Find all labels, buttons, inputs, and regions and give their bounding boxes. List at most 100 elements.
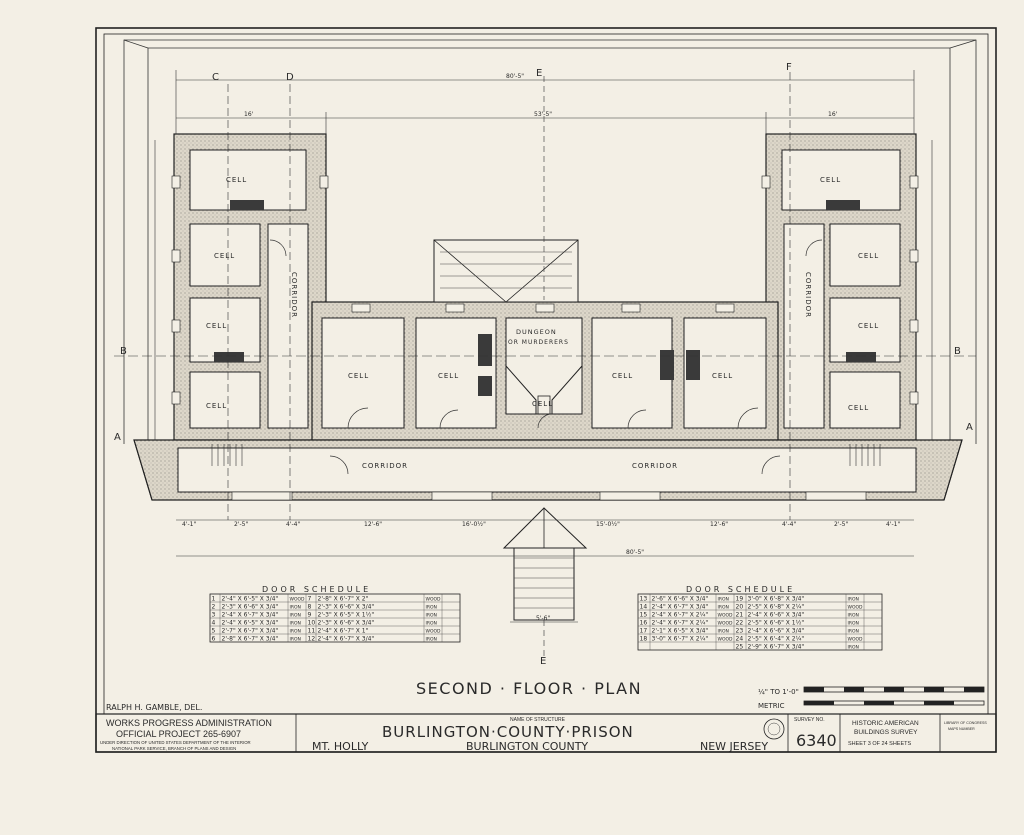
door-schedule-cell: IRON — [718, 596, 729, 602]
title-block: WORKS PROGRESS ADMINISTRATION OFFICIAL P… — [95, 713, 997, 753]
plan-title: SECOND · FLOOR · PLAN — [416, 679, 642, 698]
door-schedule-cell: 4 — [212, 619, 216, 626]
door-schedule-cell: IRON — [290, 620, 301, 626]
door-schedule-cell: 5 — [212, 627, 216, 634]
door-schedule-cell: IRON — [718, 604, 729, 610]
cell-label: CELL — [858, 252, 879, 260]
section-a-marker-left: A — [114, 432, 121, 443]
dim-left-seg-4: 12'-6" — [364, 521, 382, 528]
door-schedule-cell: 14 — [640, 603, 648, 610]
library-line-1: LIBRARY OF CONGRESS — [944, 721, 987, 725]
dim-left-seg-2: 2'-5" — [234, 521, 248, 528]
section-b-marker-right: B — [954, 346, 961, 357]
cell-label: CELL — [348, 372, 369, 380]
door-schedule-cell: 23 — [736, 627, 744, 634]
town-name: MT. HOLLY — [312, 740, 369, 753]
door-schedule-cell: 2 — [212, 603, 216, 610]
door-schedule-cell: 13 — [640, 595, 648, 602]
door-schedule-cell: 2'-4" X 6'-6" X 3/4" — [748, 627, 805, 634]
door-schedule-cell: IRON — [848, 620, 859, 626]
door-schedule-cell: 24 — [736, 635, 744, 642]
door-schedule-cell: IRON — [426, 604, 437, 610]
door-schedule-cell: 2'-5" X 6'-4" X 2¼" — [748, 635, 805, 642]
upper-stair — [433, 239, 579, 303]
flue-blocks — [214, 200, 876, 396]
section-d-marker: D — [286, 72, 294, 83]
door-schedule-cell: 2'-4" X 6'-7" X 3/4" — [318, 635, 375, 642]
door-schedule-cell: 3'-0" X 6'-8" X 3/4" — [748, 595, 805, 602]
door-schedule-cell: WOOD — [848, 636, 864, 642]
door-schedule-cell: 25 — [736, 643, 744, 650]
dim-right-seg-5: 4'-1" — [886, 521, 900, 528]
door-schedule-cell: 9 — [308, 611, 312, 618]
door-schedule-cell: 2'-7" X 6'-7" X 3/4" — [222, 627, 279, 634]
door-schedule-cell: IRON — [426, 612, 437, 618]
room-labels: CELL CELL CELL CELL CELL CELL CELL CELL … — [206, 176, 879, 470]
door-schedule-cell: 6 — [212, 635, 216, 642]
side-stairs — [211, 444, 881, 466]
county-name: BURLINGTON COUNTY — [466, 740, 588, 753]
structure-name: BURLINGTON·COUNTY·PRISON — [382, 723, 634, 741]
section-e-marker-bottom: E — [540, 656, 546, 667]
dim-overall-bottom: 80'-5" — [626, 549, 644, 556]
corridor-label-left: CORRIDOR — [362, 462, 408, 470]
door-schedule-title: DOOR SCHEDULE — [686, 585, 795, 594]
door-schedule-cell: IRON — [290, 636, 301, 642]
door-schedule-cell: 1 — [212, 595, 216, 602]
door-schedule-cell: 3'-0" X 6'-7" X 2¼" — [652, 635, 709, 642]
survey-no-label: SURVEY NO. — [794, 717, 825, 723]
dim-left-wing: 16' — [244, 111, 254, 118]
dim-right-seg-4: 2'-5" — [834, 521, 848, 528]
door-schedule-title: DOOR SCHEDULE — [262, 585, 371, 594]
dungeon-label-1: DUNGEON — [516, 328, 557, 336]
door-schedule-cell: 2'-4" X 6'-7" X 2¼" — [652, 619, 709, 626]
scale-label: ¼" TO 1'-0" — [758, 688, 799, 696]
door-schedule-cell: IRON — [290, 604, 301, 610]
door-schedule-cell: 2'-9" X 6'-7" X 3/4" — [748, 643, 805, 650]
agency-name: WORKS PROGRESS ADMINISTRATION — [106, 718, 272, 728]
door-schedule-cell: 2'-4" X 6'-7" X 2¼" — [652, 611, 709, 618]
front-entrance-stair — [502, 507, 588, 621]
dim-right-seg-1: 15'-0½" — [596, 521, 620, 528]
door-schedule-cell: IRON — [848, 612, 859, 618]
door-schedule-right: DOOR SCHEDULE 13 2'-6" X 6'-6" X 3/4" IRON… — [637, 585, 883, 650]
corridor-label-right-wing: CORRIDOR — [804, 272, 812, 318]
dim-left-seg-1: 4'-1" — [182, 521, 196, 528]
door-schedule-cell: WOOD — [718, 612, 734, 618]
section-c-marker: C — [212, 72, 219, 83]
section-b-marker-left: B — [120, 346, 127, 357]
metric-label: METRIC — [758, 702, 785, 710]
windows — [171, 175, 919, 501]
door-schedule-cell: 2'-4" X 6'-5" X 3/4" — [222, 595, 279, 602]
door-schedule-cell: 2'-4" X 6'-7" X 3/4" — [652, 603, 709, 610]
project-number: OFFICIAL PROJECT 265-6907 — [116, 729, 241, 739]
dim-center-seg: 16'-0½" — [462, 521, 486, 528]
door-schedule-cell: 2'-5" X 6'-8" X 2¼" — [748, 603, 805, 610]
dungeon-label-2: OR MURDERERS — [508, 339, 569, 346]
cell-label: CELL — [206, 322, 227, 330]
door-schedule-cell: 2'-3" X 6'-5" X 1½" — [318, 611, 375, 618]
cell-label: CELL — [848, 404, 869, 412]
habs-line-1: HISTORIC AMERICAN — [852, 720, 919, 727]
sheet-number: SHEET 3 OF 24 SHEETS — [848, 741, 912, 747]
structure-name-label: NAME OF STRUCTURE — [510, 717, 566, 723]
door-schedule-cell: 2'-6" X 6'-6" X 3/4" — [652, 595, 709, 602]
survey-seal-icon — [763, 718, 785, 740]
door-schedule-cell: 2'-4" X 6'-5" X 3/4" — [222, 619, 279, 626]
door-schedule-cell: 2'-4" X 6'-7" X 1" — [318, 627, 369, 634]
door-schedule-cell: 2'-8" X 6'-7" X 3/4" — [222, 635, 279, 642]
door-schedule-cell: 18 — [640, 635, 648, 642]
dimension-lines — [114, 70, 976, 660]
section-e-marker: E — [536, 68, 542, 79]
dim-right-seg-3: 4'-4" — [782, 521, 796, 528]
habs-line-2: BUILDINGS SURVEY — [854, 729, 918, 736]
cell-label: CELL — [858, 322, 879, 330]
state-name: NEW JERSEY — [700, 740, 768, 753]
cell-label: CELL — [712, 372, 733, 380]
corridor-label-left-wing: CORRIDOR — [290, 272, 298, 318]
door-swings — [269, 239, 823, 475]
section-a-marker-right: A — [966, 422, 973, 433]
